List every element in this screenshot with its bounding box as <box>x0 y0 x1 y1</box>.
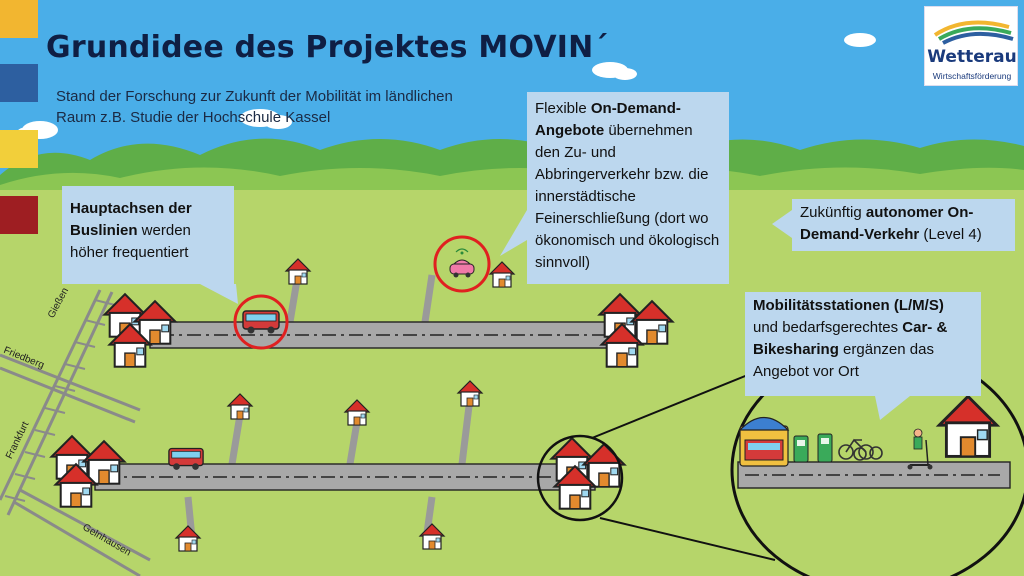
highlight-ring-car <box>433 235 491 293</box>
logo-subline: Wirtschaftsförderung <box>932 71 1012 81</box>
side-tab-orange <box>0 0 38 38</box>
callout-autonom: Zukünftig autonomer On-Demand-Verkehr (L… <box>792 199 1015 251</box>
callout-tail-ondemand <box>500 210 527 256</box>
bicycle-icon <box>838 438 883 461</box>
main-road-upper <box>149 321 621 349</box>
wetterau-logo: Wetterau Wirtschaftsförderung <box>924 6 1018 86</box>
callout-ondemand: Flexible On-Demand-Angebote übernehmen d… <box>527 92 729 284</box>
zoom-source-ring <box>536 434 624 522</box>
callout-mobilstationen: Mobilitätsstationen (L/M/S) und bedarfsg… <box>745 292 981 396</box>
callout-tail-hauptachsen <box>200 284 238 304</box>
side-tab-red <box>0 196 38 234</box>
charging-station-icon <box>793 433 833 463</box>
page-title: Grundidee des Projektes MOVIN´ <box>46 30 609 65</box>
zoom-line-bottom <box>599 517 776 561</box>
zoom-line-top <box>591 369 761 439</box>
page-subtitle: Stand der Forschung zur Zukunft der Mobi… <box>56 88 453 126</box>
callout-hauptachsen: Hauptachsen der Buslinien werden höher f… <box>62 186 234 284</box>
logo-swoosh-icon <box>933 20 1014 45</box>
railway-tracks <box>0 289 151 576</box>
scooter-rider-icon <box>907 428 933 470</box>
side-tab-blue <box>0 64 38 102</box>
main-road-lower <box>94 463 596 491</box>
logo-wordmark: Wetterau <box>927 47 1017 67</box>
side-tab-yellow <box>0 130 38 168</box>
highlight-ring-bus <box>233 294 289 350</box>
ondemand-car-icon <box>449 248 475 278</box>
callout-tail-mobilstationen <box>875 396 910 420</box>
mobility-station-icon <box>738 416 790 467</box>
callout-tail-autonom <box>772 210 792 238</box>
